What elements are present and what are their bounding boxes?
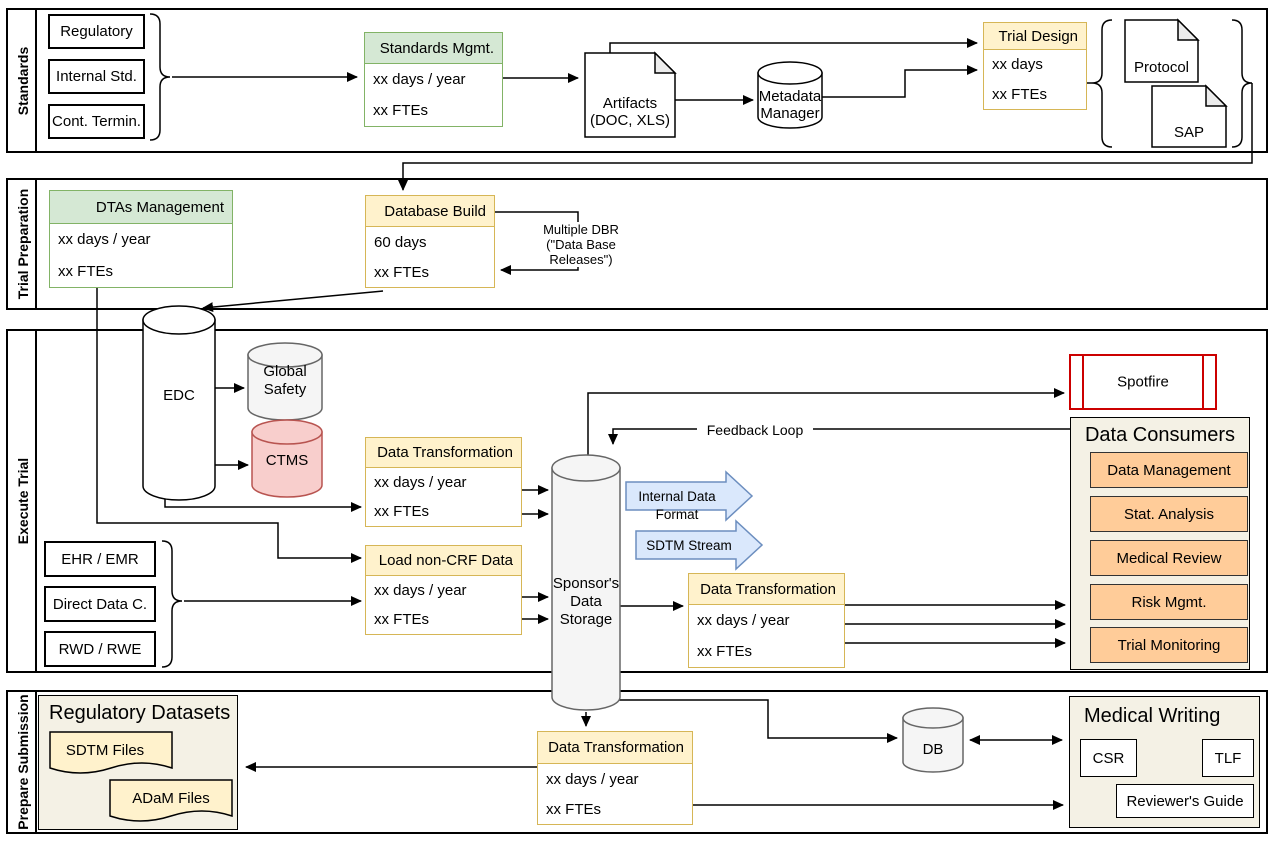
- lane-standards-strip: [8, 10, 37, 151]
- lane-execute-trial-label: Execute Trial: [15, 457, 31, 545]
- protocol-label: Protocol: [1133, 59, 1190, 76]
- spotfire-right-bar: [1202, 356, 1204, 408]
- standards-mgmt-days: xx days / year: [373, 71, 466, 88]
- cont-termin-box: Cont. Termin.: [48, 104, 145, 139]
- lane-prepare-submission-label: Prepare Submission: [15, 694, 31, 830]
- lane-prepare-submission-strip: [8, 692, 37, 832]
- data-transformation1-process: Data Transformation xx days / year xx FT…: [365, 437, 522, 527]
- rwd-rwe-label: RWD / RWE: [58, 640, 142, 658]
- sdtm-stream-label: SDTM Stream: [646, 538, 732, 553]
- sponsor-storage-label: Sponsor's Data Storage: [552, 575, 620, 628]
- internal-data-format-label: Internal Data Format: [638, 489, 716, 522]
- db-label: DB: [922, 741, 944, 758]
- data-transformation2-title: Data Transformation: [689, 574, 844, 605]
- data-transformation3-ftes: xx FTEs: [546, 800, 601, 818]
- sdtm-files-label: SDTM Files: [65, 742, 145, 759]
- database-build-days: 60 days: [374, 233, 427, 251]
- rwd-rwe-box: RWD / RWE: [44, 631, 156, 667]
- spotfire-box: Spotfire: [1069, 354, 1217, 410]
- multiple-dbr-label: Multiple DBR ("Data Base Releases"): [524, 222, 638, 267]
- medical-writing-title: Medical Writing: [1084, 705, 1221, 727]
- standards-mgmt-process: Standards Mgmt. xx days / year xx FTEs: [364, 32, 503, 127]
- database-build-title: Database Build: [366, 196, 494, 227]
- data-consumers-title: Data Consumers: [1084, 424, 1236, 446]
- global-safety-label: Global Safety: [263, 363, 307, 398]
- ctms-label: CTMS: [265, 452, 309, 469]
- consumer-medical-review: Medical Review: [1090, 540, 1248, 576]
- data-transformation1-title: Data Transformation: [366, 438, 521, 468]
- data-transformation3-process: Data Transformation xx days / year xx FT…: [537, 731, 693, 825]
- ehr-emr-box: EHR / EMR: [44, 541, 156, 577]
- tlf-box: TLF: [1202, 739, 1254, 777]
- dtas-management-ftes: xx FTEs: [58, 262, 113, 280]
- load-noncrf-process: Load non-CRF Data xx days / year xx FTEs: [365, 545, 522, 635]
- load-noncrf-title: Load non-CRF Data: [366, 546, 521, 576]
- regulatory-datasets-container: Regulatory Datasets: [38, 695, 238, 830]
- direct-data-capture-box: Direct Data C.: [44, 586, 156, 622]
- trial-design-ftes: xx FTEs: [992, 85, 1047, 103]
- standards-mgmt-title: Standards Mgmt.: [365, 33, 502, 64]
- database-build-process: Database Build 60 days xx FTEs: [365, 195, 495, 288]
- dtas-management-days: xx days / year: [58, 231, 151, 249]
- trial-design-process: Trial Design xx days xx FTEs: [983, 22, 1087, 110]
- csr-box: CSR: [1080, 739, 1137, 777]
- data-transformation3-title: Data Transformation: [538, 732, 692, 764]
- load-noncrf-ftes: xx FTEs: [374, 611, 429, 628]
- data-transformation2-ftes: xx FTEs: [697, 643, 752, 660]
- data-transformation2-days: xx days / year: [697, 612, 790, 629]
- lane-execute-trial-strip: [8, 331, 37, 671]
- data-transformation1-ftes: xx FTEs: [374, 503, 429, 520]
- dtas-management-process: DTAs Management xx days / year xx FTEs: [49, 190, 233, 288]
- load-noncrf-days: xx days / year: [374, 582, 467, 599]
- artifacts-label: Artifacts (DOC, XLS): [589, 95, 670, 129]
- feedback-loop-label: Feedback Loop: [697, 421, 813, 439]
- regulatory-box: Regulatory: [48, 14, 145, 49]
- dtas-management-title: DTAs Management: [50, 191, 232, 224]
- sap-label: SAP: [1173, 124, 1204, 141]
- metadata-manager-label: Metadata Manager: [758, 88, 822, 122]
- consumer-stat-analysis: Stat. Analysis: [1090, 496, 1248, 532]
- consumer-data-management: Data Management: [1090, 452, 1248, 488]
- ehr-emr-label: EHR / EMR: [61, 550, 139, 568]
- regulatory-label: Regulatory: [60, 23, 133, 40]
- regulatory-datasets-title: Regulatory Datasets: [49, 702, 231, 724]
- trial-design-title: Trial Design: [984, 23, 1086, 50]
- lane-trial-preparation-label: Trial Preparation: [15, 188, 31, 300]
- direct-data-capture-label: Direct Data C.: [52, 595, 148, 613]
- adam-files-label: ADaM Files: [132, 790, 210, 807]
- data-transformation2-process: Data Transformation xx days / year xx FT…: [688, 573, 845, 668]
- internal-std-box: Internal Std.: [48, 59, 145, 94]
- consumer-trial-monitoring: Trial Monitoring: [1090, 627, 1248, 663]
- edc-label: EDC: [163, 387, 195, 404]
- database-build-ftes: xx FTEs: [374, 263, 429, 281]
- spotfire-label: Spotfire: [1117, 373, 1169, 391]
- reviewers-guide-box: Reviewer's Guide: [1116, 784, 1254, 818]
- data-transformation3-days: xx days / year: [546, 770, 639, 788]
- consumer-risk-mgmt: Risk Mgmt.: [1090, 584, 1248, 620]
- data-transformation1-days: xx days / year: [374, 474, 467, 491]
- internal-std-label: Internal Std.: [56, 68, 137, 85]
- trial-design-days: xx days: [992, 56, 1043, 74]
- lane-trial-preparation-strip: [8, 180, 37, 308]
- cont-termin-label: Cont. Termin.: [52, 113, 141, 130]
- lane-standards-label: Standards: [15, 46, 31, 115]
- spotfire-left-bar: [1082, 356, 1084, 408]
- standards-mgmt-ftes: xx FTEs: [373, 102, 428, 119]
